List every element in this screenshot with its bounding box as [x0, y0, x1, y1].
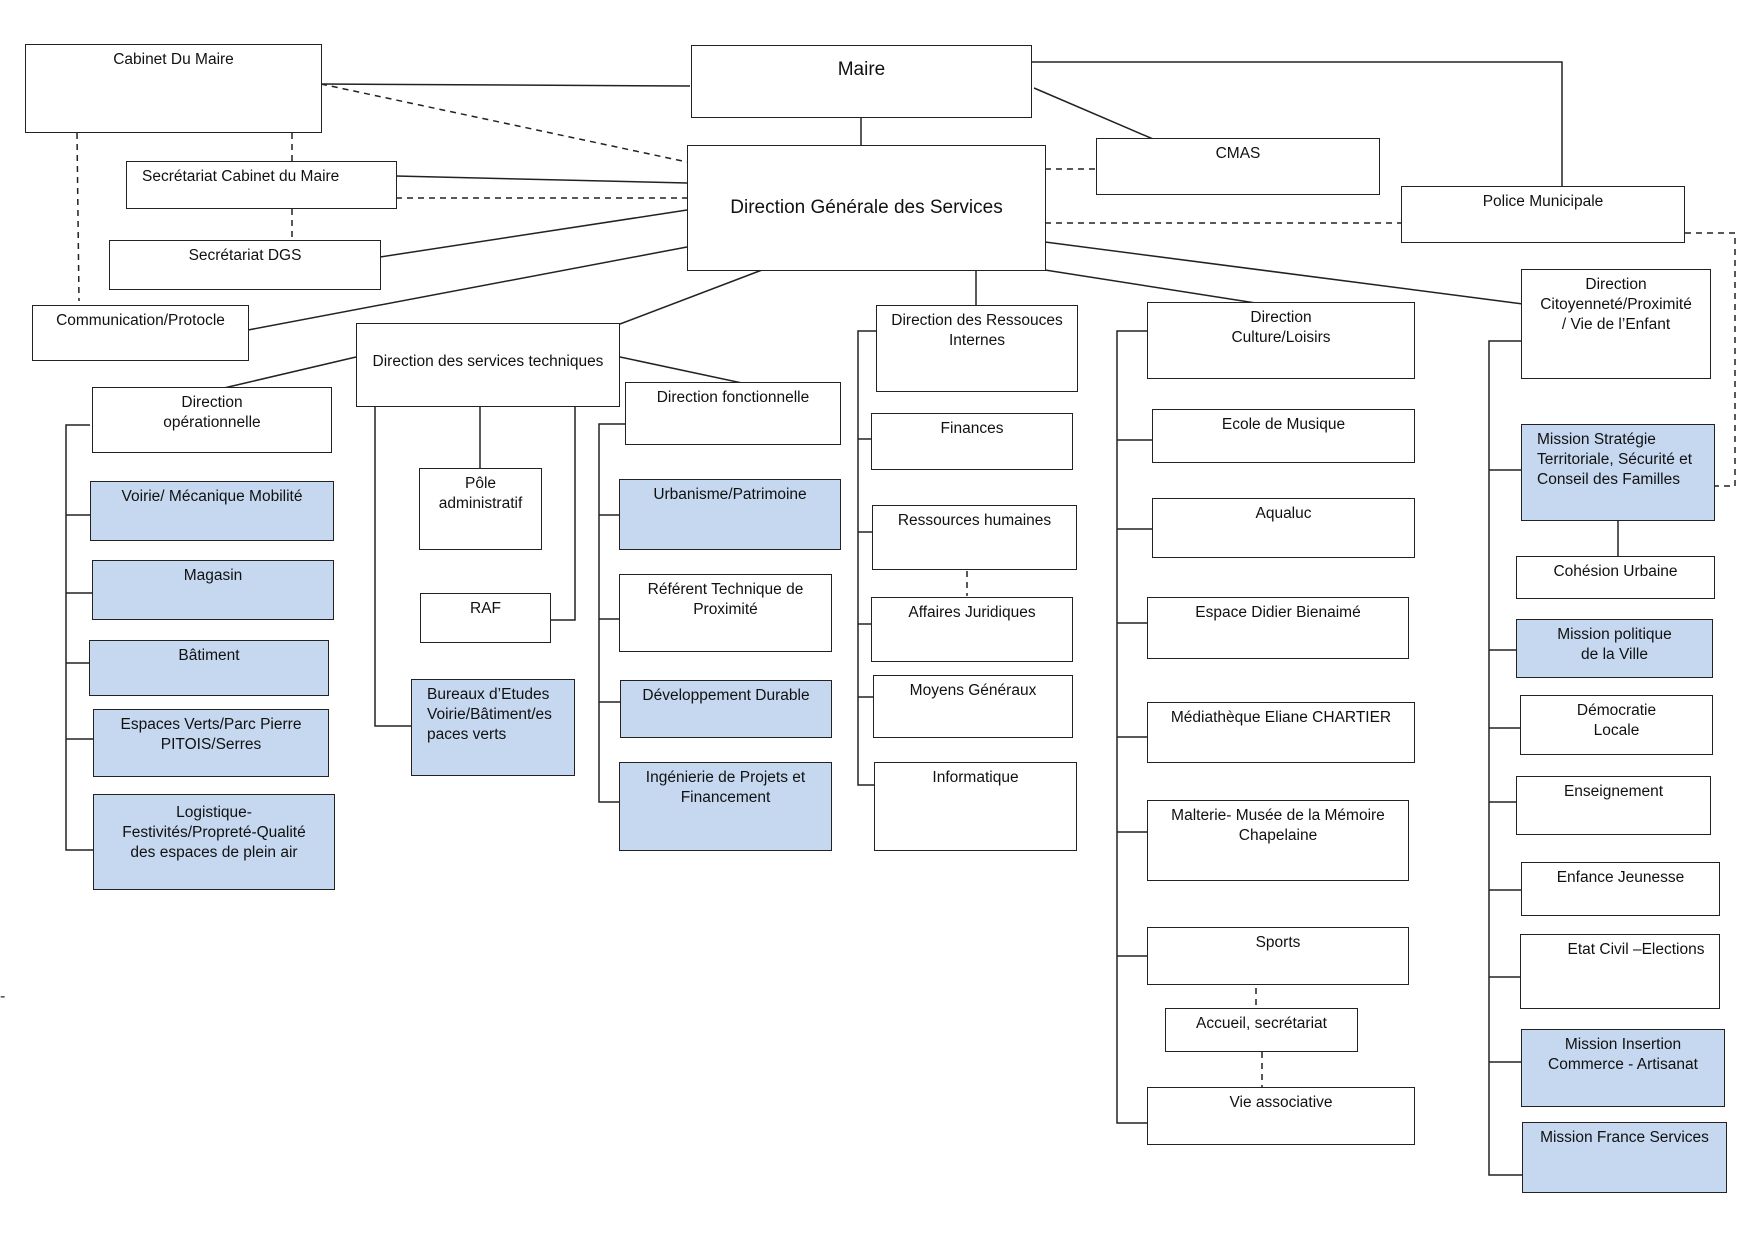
cmas-box: CMAS: [1096, 138, 1380, 195]
finances-box: Finances: [871, 413, 1073, 470]
direction-fonctionnelle-box: Direction fonctionnelle: [625, 382, 841, 445]
enseignement-box: Enseignement: [1516, 776, 1711, 835]
mission-strategie-box: Mission Stratégie Territoriale, Sécurité…: [1521, 424, 1715, 521]
mission-politique-box: Mission politique de la Ville: [1516, 619, 1713, 678]
side-mark: -: [0, 988, 6, 1005]
link-dgs-sec-dgs: [379, 209, 688, 258]
magasin-box: Magasin: [92, 560, 334, 620]
vie-associative-box: Vie associative: [1147, 1087, 1415, 1145]
affaires-juridiques-box: Affaires Juridiques: [871, 597, 1073, 662]
moyens-generaux-box: Moyens Généraux: [873, 675, 1073, 738]
mission-france-services-box: Mission France Services: [1522, 1122, 1727, 1193]
link-dgs-sec-cabinet: [395, 175, 688, 184]
culture-loisirs-box: Direction Culture/Loisirs: [1147, 302, 1415, 379]
informatique-box: Informatique: [874, 762, 1077, 851]
ressources-humaines-box: Ressources humaines: [872, 505, 1077, 570]
sports-box: Sports: [1147, 927, 1409, 985]
malterie-box: Malterie- Musée de la Mémoire Chapelaine: [1147, 800, 1409, 881]
enfance-jeunesse-box: Enfance Jeunesse: [1521, 862, 1720, 916]
cabinet-box: Cabinet Du Maire: [25, 44, 322, 133]
voirie-box: Voirie/ Mécanique Mobilité: [90, 481, 334, 541]
secretariat-cabinet-box: Secrétariat Cabinet du Maire: [126, 161, 397, 209]
police-box: Police Municipale: [1401, 186, 1685, 243]
maire-box: Maire: [691, 45, 1032, 118]
pole-administratif-box: Pôle administratif: [419, 468, 542, 550]
bureaux-etudes-box: Bureaux d’Etudes Voirie/Bâtiment/es pace…: [411, 679, 575, 776]
communication-box: Communication/Protocle: [32, 305, 249, 361]
aqualuc-box: Aqualuc: [1152, 498, 1415, 558]
dgs-box: Direction Générale des Services: [687, 145, 1046, 271]
referent-technique-box: Référent Technique de Proximité: [619, 574, 832, 652]
link-dst-dirop: [223, 356, 357, 389]
ingenierie-box: Ingénierie de Projets et Financement: [619, 762, 832, 851]
link-dgs-communication: [247, 246, 688, 331]
espaces-verts-box: Espaces Verts/Parc Pierre PITOIS/Serres: [93, 709, 329, 777]
urbanisme-box: Urbanisme/Patrimoine: [619, 479, 841, 550]
dash-cabinet-communication: [76, 132, 80, 302]
etat-civil-box: Etat Civil –Elections: [1520, 934, 1720, 1009]
dash-police-mission: [1685, 232, 1736, 487]
espace-didier-box: Espace Didier Bienaimé: [1147, 597, 1409, 659]
ecole-musique-box: Ecole de Musique: [1152, 409, 1415, 463]
logistique-box: Logistique- Festivités/Propreté-Qualité …: [93, 794, 335, 890]
cohesion-urbaine-box: Cohésion Urbaine: [1516, 556, 1715, 599]
link-dst-dirfonc: [619, 356, 743, 384]
link-dgs-dcpve: [1044, 241, 1524, 305]
raf-box: RAF: [420, 593, 551, 643]
batiment-box: Bâtiment: [89, 640, 329, 696]
mediatheque-box: Médiathèque Eliane CHARTIER: [1147, 702, 1415, 763]
accueil-secretariat-box: Accueil, secrétariat: [1165, 1008, 1358, 1052]
secretariat-dgs-box: Secrétariat DGS: [109, 240, 381, 290]
link-maire-police: [1031, 61, 1563, 187]
link-dst-raf: [550, 406, 576, 621]
link-maire-cmas: [1033, 87, 1154, 140]
link-dst-bureaux: [374, 406, 412, 727]
citoyennete-box: Direction Citoyenneté/Proximité / Vie de…: [1521, 269, 1711, 379]
link-maire-cabinet: [320, 83, 691, 87]
link-dgs-dst: [619, 269, 763, 325]
dst-box: Direction des services techniques: [356, 323, 620, 407]
developpement-durable-box: Développement Durable: [620, 680, 832, 738]
dash-cabinet-dgs: [320, 83, 688, 163]
ressources-internes-box: Direction des Ressouces Internes: [876, 305, 1078, 392]
link-dgs-dcl: [1044, 269, 1263, 305]
democratie-locale-box: Démocratie Locale: [1520, 695, 1713, 755]
mission-insertion-box: Mission Insertion Commerce - Artisanat: [1521, 1029, 1725, 1107]
direction-operationnelle-box: Direction opérationnelle: [92, 387, 332, 453]
